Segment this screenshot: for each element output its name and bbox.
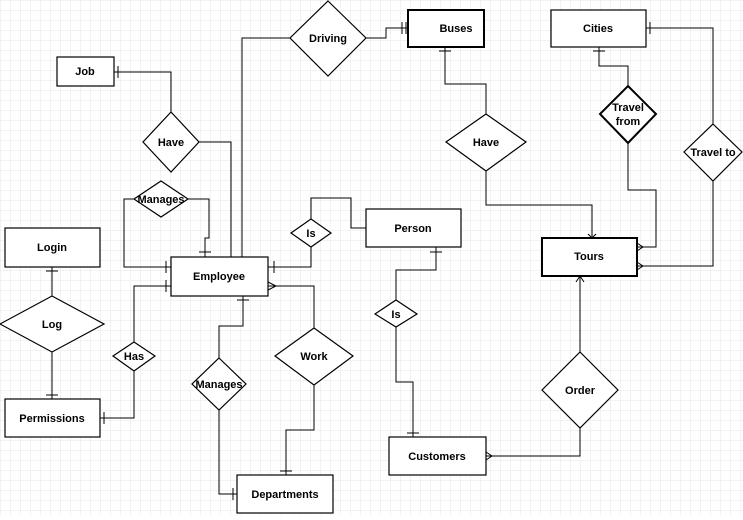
line-order-customers bbox=[486, 428, 581, 457]
relationship-have-job[interactable]: Have bbox=[142, 111, 200, 173]
entity-customers-label: Customers bbox=[408, 451, 465, 463]
entity-permissions-label: Permissions bbox=[19, 413, 84, 425]
line-manages-left bbox=[123, 198, 171, 268]
card-tours-travelfrom bbox=[636, 242, 644, 252]
line-employee-manages-dept bbox=[218, 296, 244, 358]
card-tours-travelto bbox=[636, 261, 644, 271]
line-travelfrom-tours bbox=[627, 143, 657, 248]
relationship-work[interactable]: Work bbox=[273, 327, 355, 386]
line-job-have bbox=[114, 71, 172, 112]
entity-employee-label: Employee bbox=[193, 271, 245, 283]
entity-buses-label: Buses bbox=[439, 23, 472, 35]
relationship-log[interactable]: Log bbox=[0, 295, 106, 353]
relationship-is-customer[interactable]: Is bbox=[373, 299, 419, 328]
relationship-travel-to[interactable]: Travel to bbox=[683, 123, 743, 182]
relationship-manages-departments-label: Manages bbox=[195, 379, 242, 391]
relationship-driving[interactable]: Driving bbox=[289, 0, 367, 77]
entity-tours-label: Tours bbox=[574, 251, 604, 263]
line-travelto-tours bbox=[637, 181, 714, 267]
entity-login[interactable]: Login bbox=[4, 227, 101, 268]
entity-employee[interactable]: Employee bbox=[170, 256, 269, 297]
relationship-travel-from-label-1: Travel bbox=[612, 102, 644, 114]
relationship-is-customer-label: Is bbox=[391, 309, 400, 321]
relationship-have-tours-label: Have bbox=[473, 137, 499, 149]
line-buses-have bbox=[444, 47, 487, 114]
relationship-work-label: Work bbox=[300, 351, 328, 363]
relationship-travel-from[interactable]: Travel from bbox=[598, 84, 658, 145]
line-employee-driving bbox=[241, 37, 290, 257]
line-cities-travelfrom bbox=[598, 47, 629, 86]
line-manages-right bbox=[188, 198, 210, 257]
relationship-order-label: Order bbox=[565, 385, 596, 397]
relationship-manages-departments[interactable]: Manages bbox=[191, 357, 247, 411]
relationship-has-label: Has bbox=[124, 351, 144, 363]
entity-cities-label: Cities bbox=[583, 23, 613, 35]
line-has-employee bbox=[133, 285, 171, 342]
entity-customers[interactable]: Customers bbox=[388, 436, 487, 476]
line-permissions-has bbox=[100, 371, 135, 419]
entity-departments[interactable]: Departments bbox=[236, 474, 334, 514]
relationship-have-tours[interactable]: Have bbox=[444, 113, 528, 172]
entity-cities[interactable]: Cities bbox=[550, 9, 647, 48]
line-manages-departments bbox=[218, 410, 237, 495]
relationship-log-label: Log bbox=[42, 319, 62, 331]
line-employee-is bbox=[268, 247, 312, 268]
relationship-travel-to-label: Travel to bbox=[690, 147, 736, 159]
relationship-driving-label: Driving bbox=[309, 33, 347, 45]
entity-person[interactable]: Person bbox=[365, 208, 462, 248]
relationship-has[interactable]: Has bbox=[111, 341, 157, 372]
line-is-person bbox=[310, 197, 366, 229]
entity-permissions[interactable]: Permissions bbox=[4, 398, 101, 438]
relationship-manages-employee[interactable]: Manages bbox=[132, 180, 190, 218]
line-employee-work bbox=[268, 285, 315, 328]
line-work-departments bbox=[285, 385, 315, 475]
entity-job[interactable]: Job bbox=[56, 56, 115, 87]
connectors bbox=[46, 22, 714, 500]
entity-person-label: Person bbox=[394, 223, 432, 235]
entity-tours[interactable]: Tours bbox=[541, 237, 638, 277]
card-customers-order bbox=[485, 451, 493, 461]
relationship-manages-employee-label: Manages bbox=[137, 194, 184, 206]
line-person-is bbox=[395, 247, 437, 300]
card-employee-many bbox=[267, 281, 278, 291]
entity-departments-label: Departments bbox=[251, 489, 318, 501]
line-driving-buses bbox=[366, 27, 408, 39]
relationship-is-person-label: Is bbox=[306, 228, 315, 240]
relationship-travel-from-label-2: from bbox=[616, 116, 641, 128]
relationship-have-job-label: Have bbox=[158, 137, 184, 149]
card-buses-driving bbox=[401, 22, 407, 34]
entity-login-label: Login bbox=[37, 242, 67, 254]
entity-buses[interactable]: Buses bbox=[407, 9, 485, 48]
line-is-customers bbox=[395, 327, 414, 437]
entity-job-label: Job bbox=[75, 66, 95, 78]
relationship-order[interactable]: Order bbox=[541, 351, 619, 429]
line-cities-travelto bbox=[646, 27, 714, 124]
line-have-employee bbox=[199, 141, 232, 257]
relationship-is-person[interactable]: Is bbox=[289, 218, 333, 248]
line-have-tours bbox=[485, 171, 593, 238]
